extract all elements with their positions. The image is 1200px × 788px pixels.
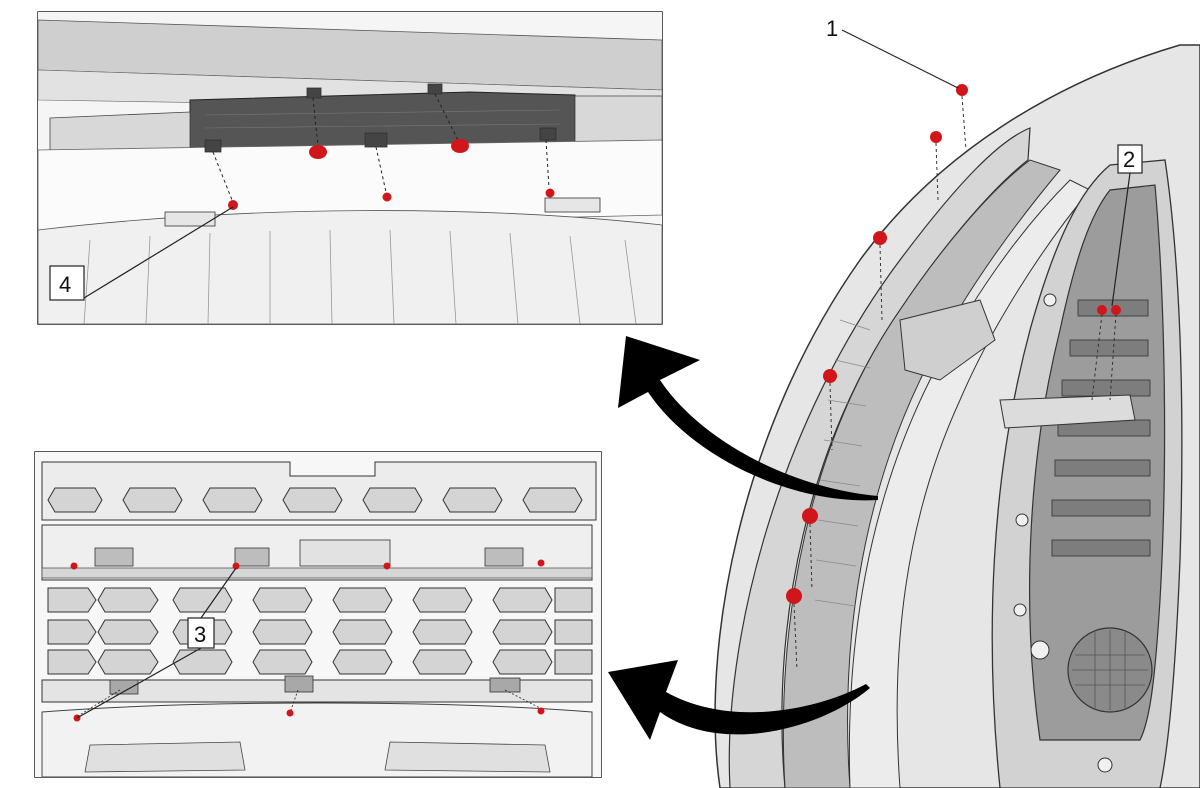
callout-2-group: 2 (1111, 144, 1143, 307)
callout-3-label: 3 (194, 622, 206, 647)
inset-bottom (34, 451, 602, 778)
callout-4-group: 4 (49, 206, 234, 301)
callout-1-label: 1 (826, 16, 838, 41)
callout-4-label: 4 (59, 272, 71, 297)
fastener-group-1 (786, 84, 968, 604)
fastener-group-2 (1097, 305, 1121, 315)
fastener-group-4 (228, 139, 555, 210)
arrow-to-top-inset (618, 336, 878, 501)
callout-2-label: 2 (1123, 147, 1135, 172)
callout-3-group: 3 (76, 567, 237, 719)
vehicle-front-view (714, 44, 1200, 788)
inset-top (37, 11, 663, 325)
callout-1-group: 1 (826, 16, 959, 89)
arrow-to-bottom-inset (608, 660, 870, 740)
